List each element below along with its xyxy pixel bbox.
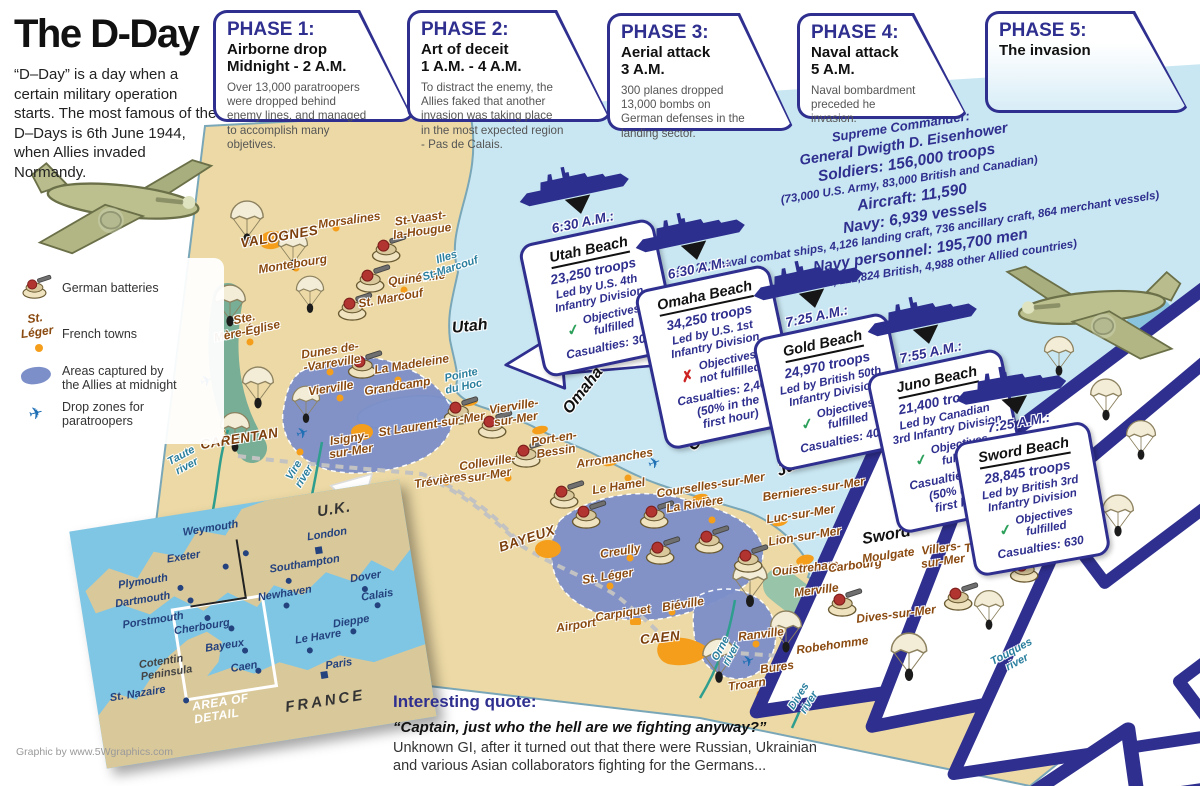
phase-body: Over 13,000 paratroopers were dropped be… <box>227 80 367 152</box>
phase-label: PHASE 4: <box>811 22 899 43</box>
phase-time: 3 A.M. <box>621 61 665 79</box>
parachute-icon <box>240 362 276 410</box>
beach-card: Sword Beach 28,845 troops Led by British… <box>952 419 1112 578</box>
city-dot <box>306 647 314 654</box>
check-icon: ✓ <box>565 320 582 341</box>
phase-label: PHASE 3: <box>621 22 709 43</box>
arrow-label-utah: Utah <box>451 316 489 337</box>
phase-label: PHASE 2: <box>421 19 509 40</box>
legend-label: Areas captured by the Allies at midnight <box>62 364 177 393</box>
phase-box-3: PHASE 3: Aerial attack 3 A.M. 300 planes… <box>607 13 795 140</box>
city-dot <box>283 602 290 609</box>
quote-text: “Captain, just who the hell are we fight… <box>393 719 767 736</box>
french-town-sample: St. Léger <box>18 310 54 357</box>
parachute-icon <box>294 272 326 314</box>
quote-heading: Interesting quote: <box>393 692 537 711</box>
check-icon: ✓ <box>913 450 930 471</box>
legend-label: German batteries <box>62 281 159 296</box>
flooded-band-west <box>208 283 267 463</box>
phase-name: Aerial attack <box>621 44 711 61</box>
dropzone-plane-icon: ✈ <box>26 402 46 425</box>
german-battery-icon <box>730 542 770 573</box>
quote-block: Interesting quote: “Captain, just who th… <box>393 692 833 775</box>
german-battery-icon <box>940 580 980 611</box>
check-icon: ✓ <box>799 414 816 435</box>
title-block: The D-Day “D–Day” is a day when a certai… <box>14 12 219 182</box>
german-battery-icon <box>18 273 54 304</box>
parachute-icon <box>888 628 930 682</box>
phase-body: To distract the enemy, the Allies faked … <box>421 80 564 152</box>
credit-line: Graphic by www.5Wgraphics.com <box>16 746 173 758</box>
captured-area-icon <box>18 364 54 389</box>
german-battery-icon <box>568 498 608 529</box>
town-dot-icon <box>35 344 43 352</box>
inset-city-le-havre: Le Havre <box>294 627 342 647</box>
phase-time: 5 A.M. <box>811 61 855 79</box>
phase-time: 1 A.M. - 4 A.M. <box>421 58 522 76</box>
legend-label: French towns <box>62 326 138 341</box>
page-title: The D-Day <box>14 12 200 56</box>
phase-label: PHASE 1: <box>227 19 315 40</box>
parachute-icon <box>1124 416 1158 461</box>
city-dot <box>374 601 382 609</box>
german-battery-icon <box>642 534 682 565</box>
phase-body: Naval bombardment preceded he invasion. <box>811 83 916 126</box>
legend-label: Drop zones for paratroopers <box>62 399 144 429</box>
cross-icon: ✗ <box>679 367 696 387</box>
phase-name: The invasion <box>999 42 1091 59</box>
german-battery-icon <box>691 523 731 554</box>
inset-city-dover: Dover <box>349 568 382 586</box>
map-legend: German batteries St. Léger French towns … <box>12 258 224 444</box>
phase-box-4: PHASE 4: Naval attack 5 A.M. Naval bomba… <box>797 13 969 125</box>
phase-box-1: PHASE 1: Airborne drop Midnight - 2 A.M.… <box>213 10 415 151</box>
phase-label: PHASE 5: <box>999 20 1087 41</box>
quote-attribution: Unknown GI, after it turned out that the… <box>393 740 817 775</box>
phase-box-2: PHASE 2: Art of deceit 1 A.M. - 4 A.M. T… <box>407 10 612 151</box>
phase-name: Naval attack <box>811 44 899 61</box>
phase-time: Midnight - 2 A.M. <box>227 58 347 76</box>
german-battery-icon <box>352 262 392 293</box>
paris-square <box>320 670 329 679</box>
phase-name: Airborne drop <box>227 41 327 58</box>
check-icon: ✓ <box>997 521 1014 541</box>
intro-text: “D–Day” is a day when a certain military… <box>14 66 217 181</box>
city-dot <box>349 627 357 635</box>
phase-box-5: PHASE 5: The invasion <box>985 11 1190 113</box>
london-square <box>314 546 323 555</box>
captured-area-utah <box>281 356 454 474</box>
phase-name: Art of deceit <box>421 41 509 58</box>
phase-body: 300 planes dropped 13,000 bombs on Germa… <box>621 83 745 140</box>
